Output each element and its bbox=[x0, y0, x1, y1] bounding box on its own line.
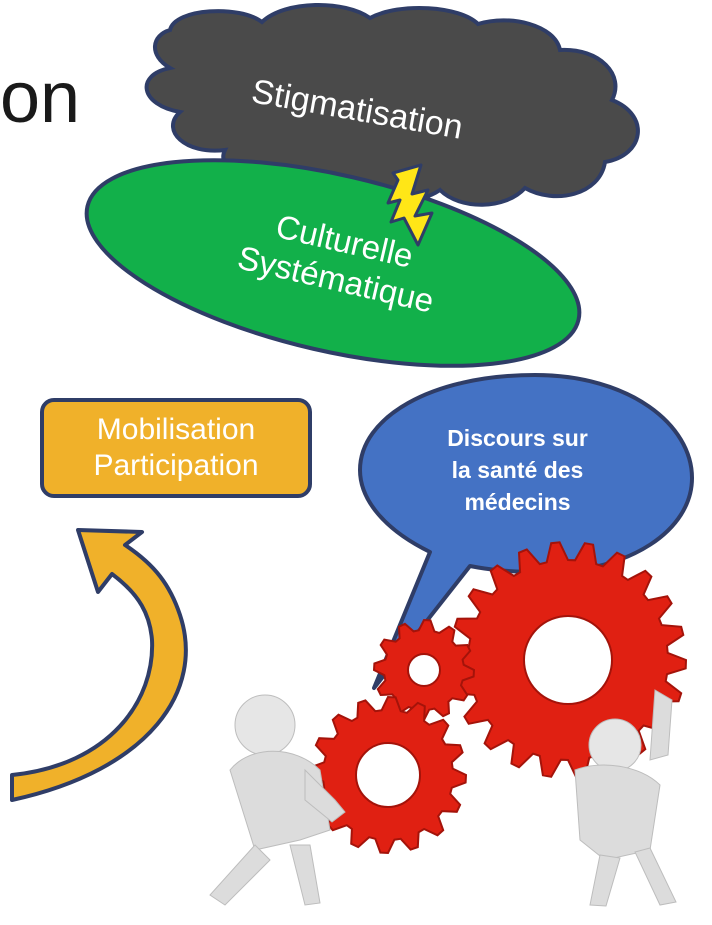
gear-hole bbox=[407, 653, 441, 687]
person-figure-right bbox=[574, 689, 677, 907]
lightning-bolt-icon bbox=[386, 163, 434, 247]
mobilisation-box: Mobilisation Participation bbox=[40, 398, 312, 498]
title-fragment: on bbox=[0, 58, 81, 138]
gears-illustration bbox=[308, 541, 688, 855]
mobilisation-line: Mobilisation bbox=[96, 413, 256, 446]
participation-line: Participation bbox=[93, 449, 259, 482]
culturelle-ellipse bbox=[84, 158, 582, 368]
gear-hole bbox=[523, 615, 613, 705]
speech-bubble-text: Discours sur la santé des médecins bbox=[400, 422, 635, 519]
speech-bubble bbox=[358, 373, 694, 690]
speech-line-1: Discours sur bbox=[447, 425, 588, 451]
gear-hole bbox=[355, 742, 421, 808]
stigmatisation-cloud bbox=[144, 3, 640, 207]
speech-line-2: la santé des bbox=[451, 457, 584, 484]
curved-arrow-icon bbox=[10, 528, 188, 802]
speech-line-3: médecins bbox=[464, 489, 571, 516]
person-figure-left bbox=[209, 694, 346, 906]
